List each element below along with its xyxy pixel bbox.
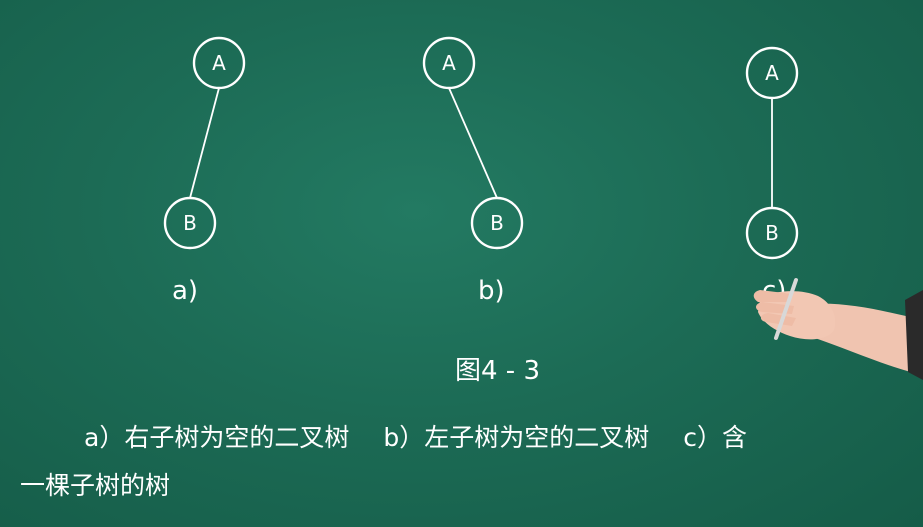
caption-line-2: 一棵子树的树 <box>20 471 171 500</box>
caption-part-c: c）含 <box>683 423 747 452</box>
tree-a-child-node: B <box>163 196 217 250</box>
svg-text:A: A <box>212 51 226 75</box>
figure-caption: a）右子树为空的二叉树 b）左子树为空的二叉树 c）含 一棵子树的树 <box>20 414 920 510</box>
caption-part-a: a）右子树为空的二叉树 <box>84 423 350 452</box>
tree-b-label: b) <box>478 276 505 306</box>
presenter-finger-3 <box>760 313 796 326</box>
tree-c: A B <box>745 46 799 260</box>
tree-b-child-node: B <box>470 196 524 250</box>
tree-c-root-node: A <box>745 46 799 100</box>
tree-c-child-node: B <box>745 206 799 260</box>
presenter-palm <box>758 291 836 340</box>
edge-b-root-child <box>448 87 498 199</box>
svg-text:B: B <box>183 211 197 235</box>
svg-text:A: A <box>442 51 456 75</box>
edge-a-root-child <box>189 87 220 199</box>
caption-part-b: b）左子树为空的二叉树 <box>383 423 650 452</box>
tree-b-root-node: A <box>422 36 476 90</box>
pointer-pen <box>774 278 798 340</box>
presenter-finger-1 <box>753 290 792 302</box>
tree-a-label: a) <box>172 276 199 306</box>
presenter-sleeve <box>905 290 923 380</box>
svg-text:A: A <box>765 61 779 85</box>
tree-a-root-node: A <box>192 36 246 90</box>
svg-text:B: B <box>490 211 504 235</box>
tree-b: A B <box>422 36 524 250</box>
tree-a: A B <box>163 36 246 250</box>
figure-title: 图4 - 3 <box>455 356 540 386</box>
svg-text:B: B <box>765 221 779 245</box>
caption-line-1: a）右子树为空的二叉树 b）左子树为空的二叉树 c）含 <box>20 414 920 462</box>
